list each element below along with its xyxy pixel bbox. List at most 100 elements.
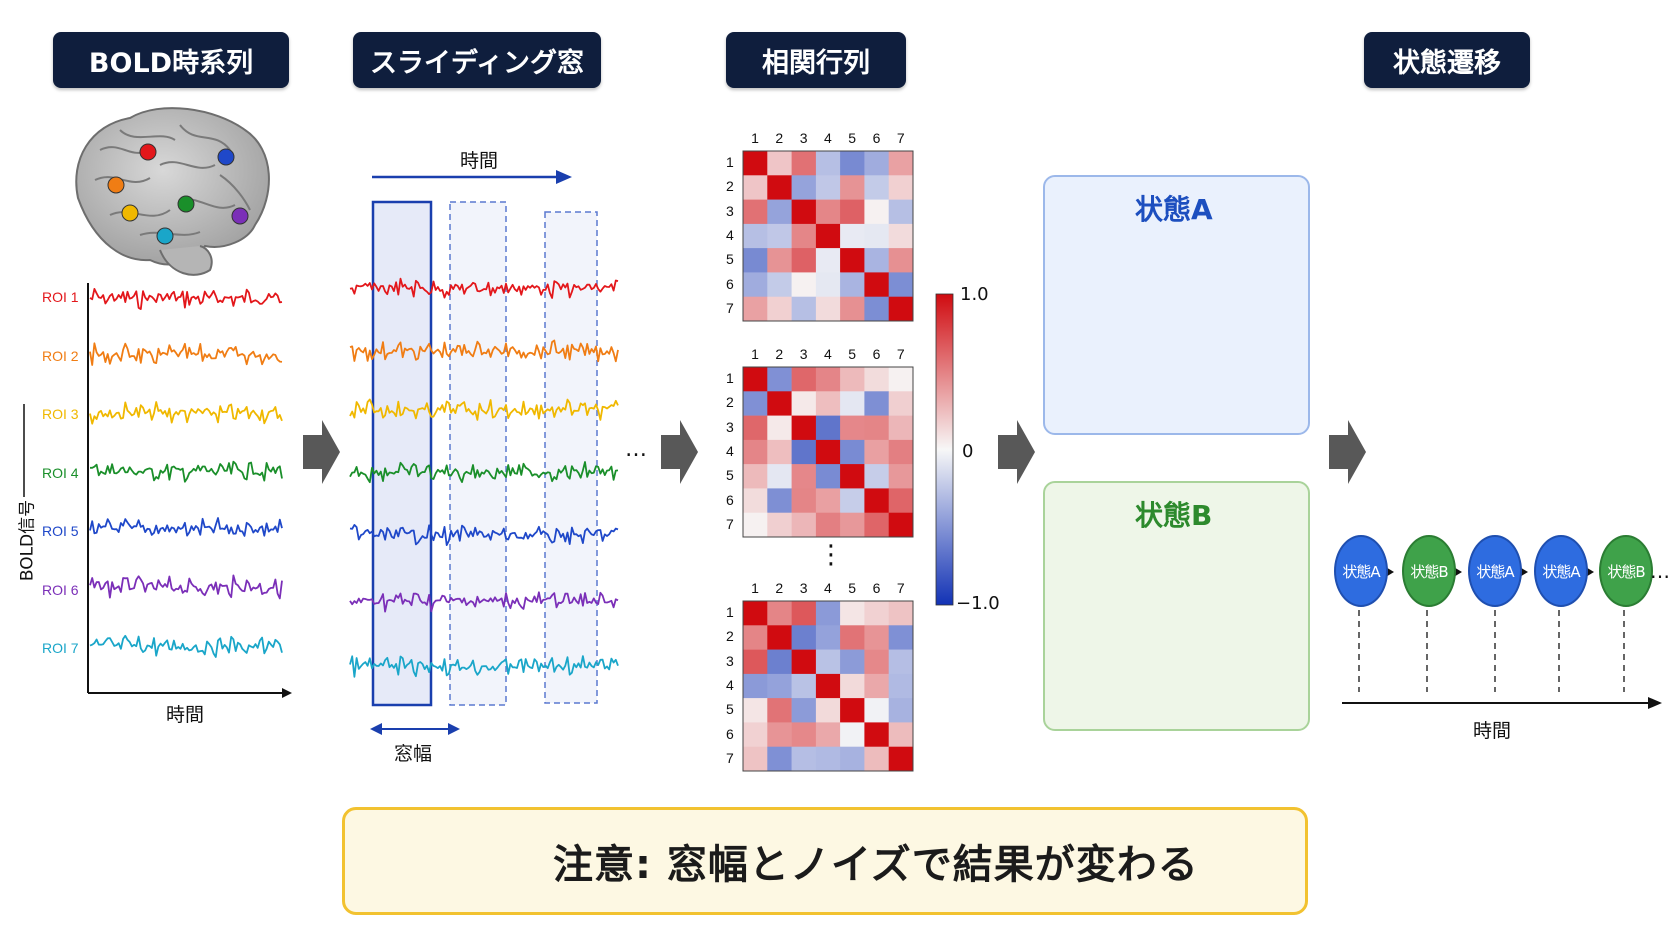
matrix-3-row-label: 6	[726, 725, 734, 742]
mat2-cell	[791, 367, 817, 392]
state-a-title: 状態A	[1135, 193, 1213, 226]
matrix-1-col-label: 1	[751, 130, 759, 146]
mat2-cell	[864, 367, 889, 392]
roi-label-1: ROI 1	[42, 289, 79, 305]
mat1-cell	[815, 151, 841, 176]
mat1-cell	[864, 296, 889, 322]
mat3-cell	[791, 625, 817, 650]
roi-label-7: ROI 7	[42, 640, 79, 656]
mat2-cell	[888, 367, 914, 392]
mat3-cell	[840, 649, 865, 675]
mat3-cell	[767, 649, 792, 675]
mat2-cell	[743, 464, 768, 489]
roi-label-5: ROI 5	[42, 523, 79, 539]
mat1-cell	[791, 223, 817, 249]
matrix-2-row-label: 7	[726, 515, 734, 532]
mat3-cell	[840, 722, 865, 747]
mat2-cell	[743, 512, 768, 538]
bold-trace-roi-7	[89, 634, 283, 658]
matrix-3-row-label: 2	[726, 628, 734, 645]
matrix-2-row-label: 6	[726, 491, 734, 508]
mat1-cell	[888, 296, 914, 322]
mat2-cell	[743, 488, 768, 513]
mat2-cell	[791, 488, 817, 513]
mat2-cell	[864, 391, 889, 416]
matrix-2-col-label: 7	[896, 346, 905, 362]
matrix-2-row-label: 3	[726, 418, 734, 435]
mat2-cell	[767, 464, 792, 489]
mat1-cell	[767, 296, 792, 322]
mat3-cell	[791, 722, 817, 747]
matrix-2-col-label: 1	[751, 346, 759, 362]
window-trace-roi-4	[349, 461, 619, 484]
matrix-2-row-label: 1	[726, 370, 734, 387]
mat1-cell	[840, 296, 865, 322]
matrix-1-row-label: 7	[726, 299, 734, 316]
mat2-cell	[840, 512, 865, 538]
mat2-cell	[815, 367, 841, 392]
mat3-cell	[743, 649, 768, 675]
matrix-3-col-label: 7	[896, 580, 905, 596]
mat3-cell	[791, 698, 817, 723]
bold-traces	[89, 287, 283, 658]
mat3-cell	[840, 625, 865, 650]
mat2-cell	[767, 367, 792, 392]
matrix-2-col-label: 5	[848, 346, 857, 362]
flow-arrow-1	[303, 420, 340, 484]
mat2-cell	[888, 512, 914, 538]
bold-trace-roi-6	[89, 574, 283, 600]
mat2-cell	[815, 391, 841, 416]
mat2-cell	[791, 512, 817, 538]
matrix-3-row-label: 7	[726, 749, 734, 766]
window-trace-roi-6	[349, 591, 619, 613]
brain-icon	[75, 107, 270, 276]
mat3-cell	[888, 601, 914, 626]
matrix-3-col-label: 6	[872, 580, 881, 596]
mat1-cell	[791, 296, 817, 322]
matrix-2-col-label: 3	[799, 346, 808, 362]
mat1-cell	[743, 272, 768, 297]
matrix-1-col-label: 2	[775, 130, 784, 146]
mat2-cell	[840, 488, 865, 513]
mat2-cell	[767, 391, 792, 416]
mat3-cell	[791, 649, 817, 675]
mat2-cell	[864, 439, 889, 465]
mat3-cell	[864, 722, 889, 747]
sliding-window-current	[371, 200, 433, 707]
matrix-3-row-label: 1	[726, 604, 734, 621]
mat3-cell	[864, 601, 889, 626]
mat1-cell	[840, 248, 865, 273]
mat2-cell	[743, 415, 768, 441]
mat2-cell	[888, 439, 914, 465]
mat2-cell	[815, 488, 841, 513]
mat2-cell	[815, 512, 841, 538]
matrix-1-row-label: 3	[726, 202, 734, 219]
mat2-cell	[840, 439, 865, 465]
mat3-cell	[743, 746, 768, 772]
transition-node-4: 状態A	[1534, 535, 1588, 607]
matrix-2-col-label: 6	[872, 346, 881, 362]
header-bold-timeseries: BOLD時系列	[53, 32, 289, 88]
mat3-cell	[815, 601, 841, 626]
mat3-cell	[815, 722, 841, 747]
mat2-cell	[743, 439, 768, 465]
matrix-3-col-label: 1	[751, 580, 759, 596]
sliding-window-next	[449, 201, 507, 706]
matrix-1-row-label: 2	[726, 178, 734, 195]
mat3-cell	[791, 673, 817, 699]
mat2-cell	[815, 439, 841, 465]
mat2-cell	[767, 512, 792, 538]
mat2-cell	[815, 464, 841, 489]
mat2-cell	[840, 464, 865, 489]
bold-axes	[23, 283, 292, 698]
transition-time-label: 時間	[1473, 720, 1512, 742]
mat3-cell	[888, 649, 914, 675]
mat3-cell	[815, 698, 841, 723]
matrix-1-col-label: 6	[872, 130, 881, 146]
matrix-3-col-label: 2	[775, 580, 784, 596]
mat1-cell	[791, 272, 817, 297]
roi-label-4: ROI 4	[42, 465, 79, 481]
mat3-cell	[743, 673, 768, 699]
bold-trace-roi-2	[89, 342, 283, 366]
